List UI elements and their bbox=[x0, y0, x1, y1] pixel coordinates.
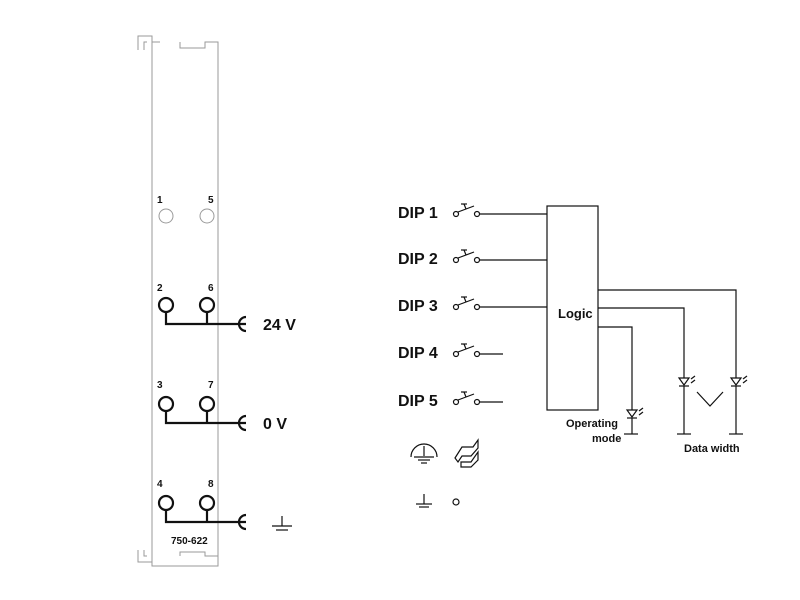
terminal-icon bbox=[157, 296, 175, 314]
terminal-label: 5 bbox=[208, 195, 214, 206]
led-icon bbox=[729, 375, 748, 387]
switch-icon bbox=[452, 249, 481, 264]
terminal-icon bbox=[157, 395, 175, 413]
supply-label-0v: 0 V bbox=[263, 416, 287, 433]
led-icon bbox=[677, 375, 696, 387]
ground-icon bbox=[416, 494, 432, 508]
switch-icon bbox=[452, 296, 481, 311]
terminal-label: 4 bbox=[157, 479, 163, 490]
dip-switch-2: DIP 2 bbox=[398, 249, 547, 268]
connector-icon bbox=[237, 414, 247, 432]
terminal-label: 2 bbox=[157, 283, 163, 294]
dip-label: DIP 1 bbox=[398, 205, 438, 222]
either-or-mark bbox=[696, 391, 724, 407]
data-width-label: Data width bbox=[684, 443, 740, 455]
logic-label: Logic bbox=[558, 306, 593, 321]
switch-icon bbox=[452, 391, 481, 406]
terminal-label: 8 bbox=[208, 479, 214, 490]
protective-earth-icon bbox=[410, 443, 438, 464]
led-icon bbox=[625, 407, 644, 419]
terminal-icon bbox=[198, 395, 216, 413]
unused-terminal-icon bbox=[199, 208, 215, 224]
dip-switch-4: DIP 4 bbox=[398, 343, 503, 362]
terminal-label: 1 bbox=[157, 195, 163, 206]
terminal-icon bbox=[157, 494, 175, 512]
data-width-leds: Data width bbox=[598, 289, 748, 455]
supply-label-24v: 24 V bbox=[263, 317, 296, 334]
logic-block: Logic bbox=[546, 205, 599, 411]
terminal-label: 3 bbox=[157, 380, 163, 391]
dip-label: DIP 5 bbox=[398, 393, 438, 410]
dip-switch-1: DIP 1 bbox=[398, 203, 547, 222]
terminal-pair-0v: 3 7 0 V bbox=[157, 380, 287, 433]
ground-icon bbox=[272, 516, 292, 531]
operating-mode-label: Operating bbox=[566, 418, 618, 430]
connector-icon bbox=[237, 315, 247, 333]
dip-label: DIP 3 bbox=[398, 298, 438, 315]
contact-icon bbox=[452, 498, 460, 506]
operating-mode-led: Operating mode bbox=[566, 326, 644, 445]
terminal-icon bbox=[198, 494, 216, 512]
dip-label: DIP 2 bbox=[398, 251, 438, 268]
switch-icon bbox=[452, 203, 481, 218]
unused-terminal-icon bbox=[158, 208, 174, 224]
terminal-icon bbox=[198, 296, 216, 314]
dip-label: DIP 4 bbox=[398, 345, 438, 362]
dip-switch-3: DIP 3 bbox=[398, 296, 547, 315]
terminal-label: 6 bbox=[208, 283, 214, 294]
din-rail-icon bbox=[454, 438, 479, 468]
terminal-pair-ground: 4 8 bbox=[157, 479, 292, 531]
terminal-label: 7 bbox=[208, 380, 214, 391]
part-number: 750-622 bbox=[171, 536, 208, 547]
module-housing bbox=[137, 35, 219, 567]
terminal-pair-24v: 2 6 24 V bbox=[157, 283, 296, 334]
switch-icon bbox=[452, 343, 481, 358]
connector-icon bbox=[237, 513, 247, 531]
dip-switch-5: DIP 5 bbox=[398, 391, 503, 410]
operating-mode-label: mode bbox=[592, 433, 621, 445]
